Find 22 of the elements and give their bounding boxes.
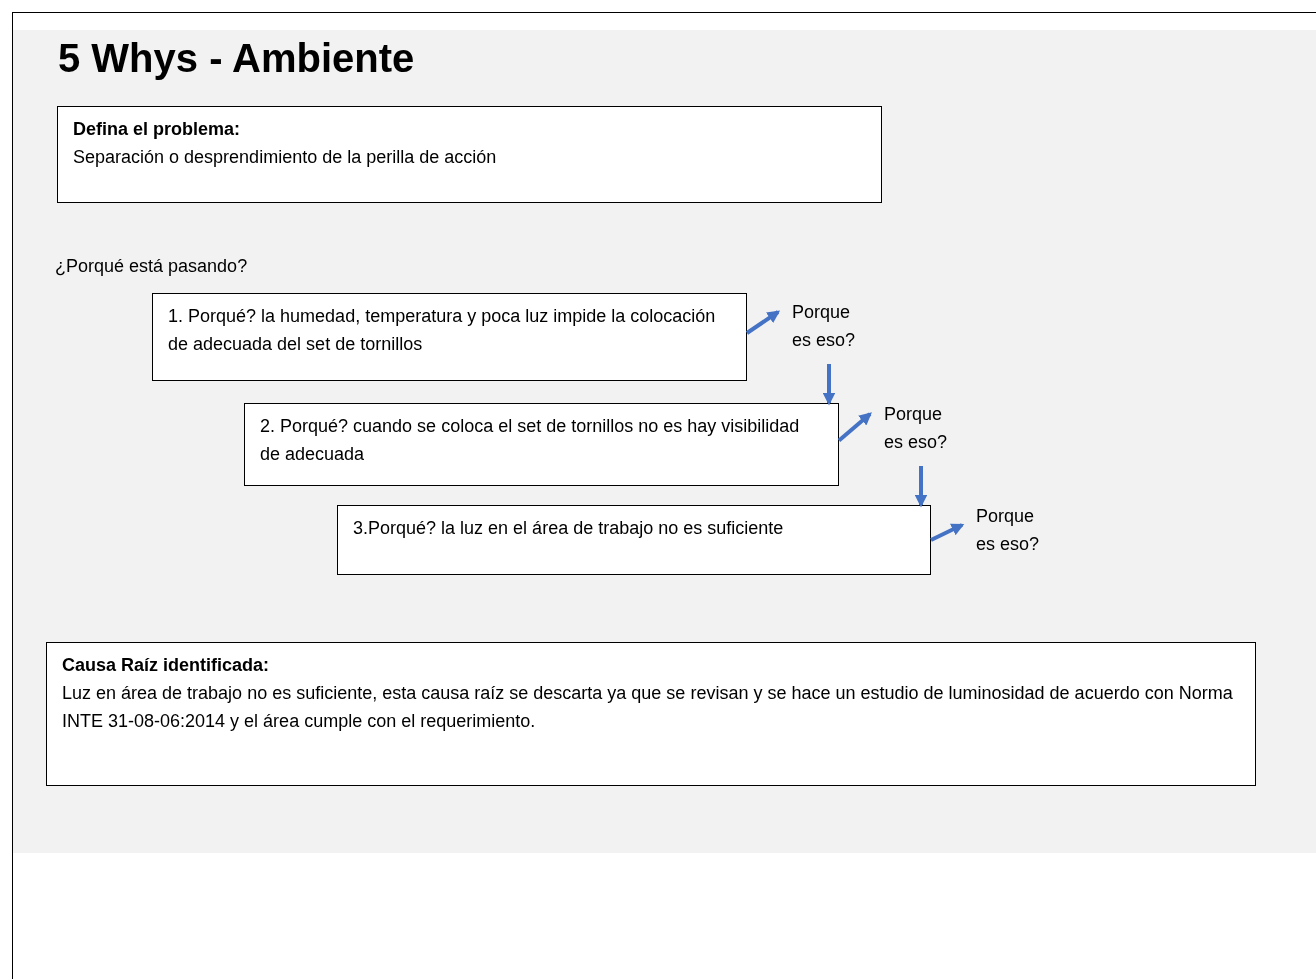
box-text: 1. Porqué? la humedad, temperatura y poca luz impide la colocación de adecuada del set de tornillos [168,305,717,356]
text-box [337,505,931,575]
box-text: 2. Porqué? cuando se coloca el set de tornillos no es hay visibilidad de adecuada [260,415,801,466]
arrow [745,310,781,335]
text-box [57,106,882,203]
question-text: Porque es eso? [976,502,1054,558]
arrow [914,466,928,508]
arrow [822,364,836,406]
title: 5 Whys - Ambiente [58,36,415,81]
question-text: ¿Porqué está pasando? [55,256,248,277]
question-text: Porque es eso? [792,298,870,354]
box-text: Luz en área de trabajo no es suficiente, esta causa raíz se descarta ya que se revisan y se hace un estudio de luminosidad de acuerdo con Norma INTE 31-08-06:2014 y el área cumple con el requerimiento. [62,682,1234,733]
box-text: Separación o desprendimiento de la perilla de acción [73,146,498,169]
box-heading: Defina el problema: [73,118,242,141]
text-box [152,293,747,381]
box-text: 3.Porqué? la luz en el área de trabajo no es suficiente [353,517,785,540]
question-text: Porque es eso? [884,400,962,456]
arrow [837,412,872,442]
arrow [930,523,965,542]
box-heading: Causa Raíz identificada: [62,654,271,677]
text-box [46,642,1256,786]
text-box [244,403,839,486]
